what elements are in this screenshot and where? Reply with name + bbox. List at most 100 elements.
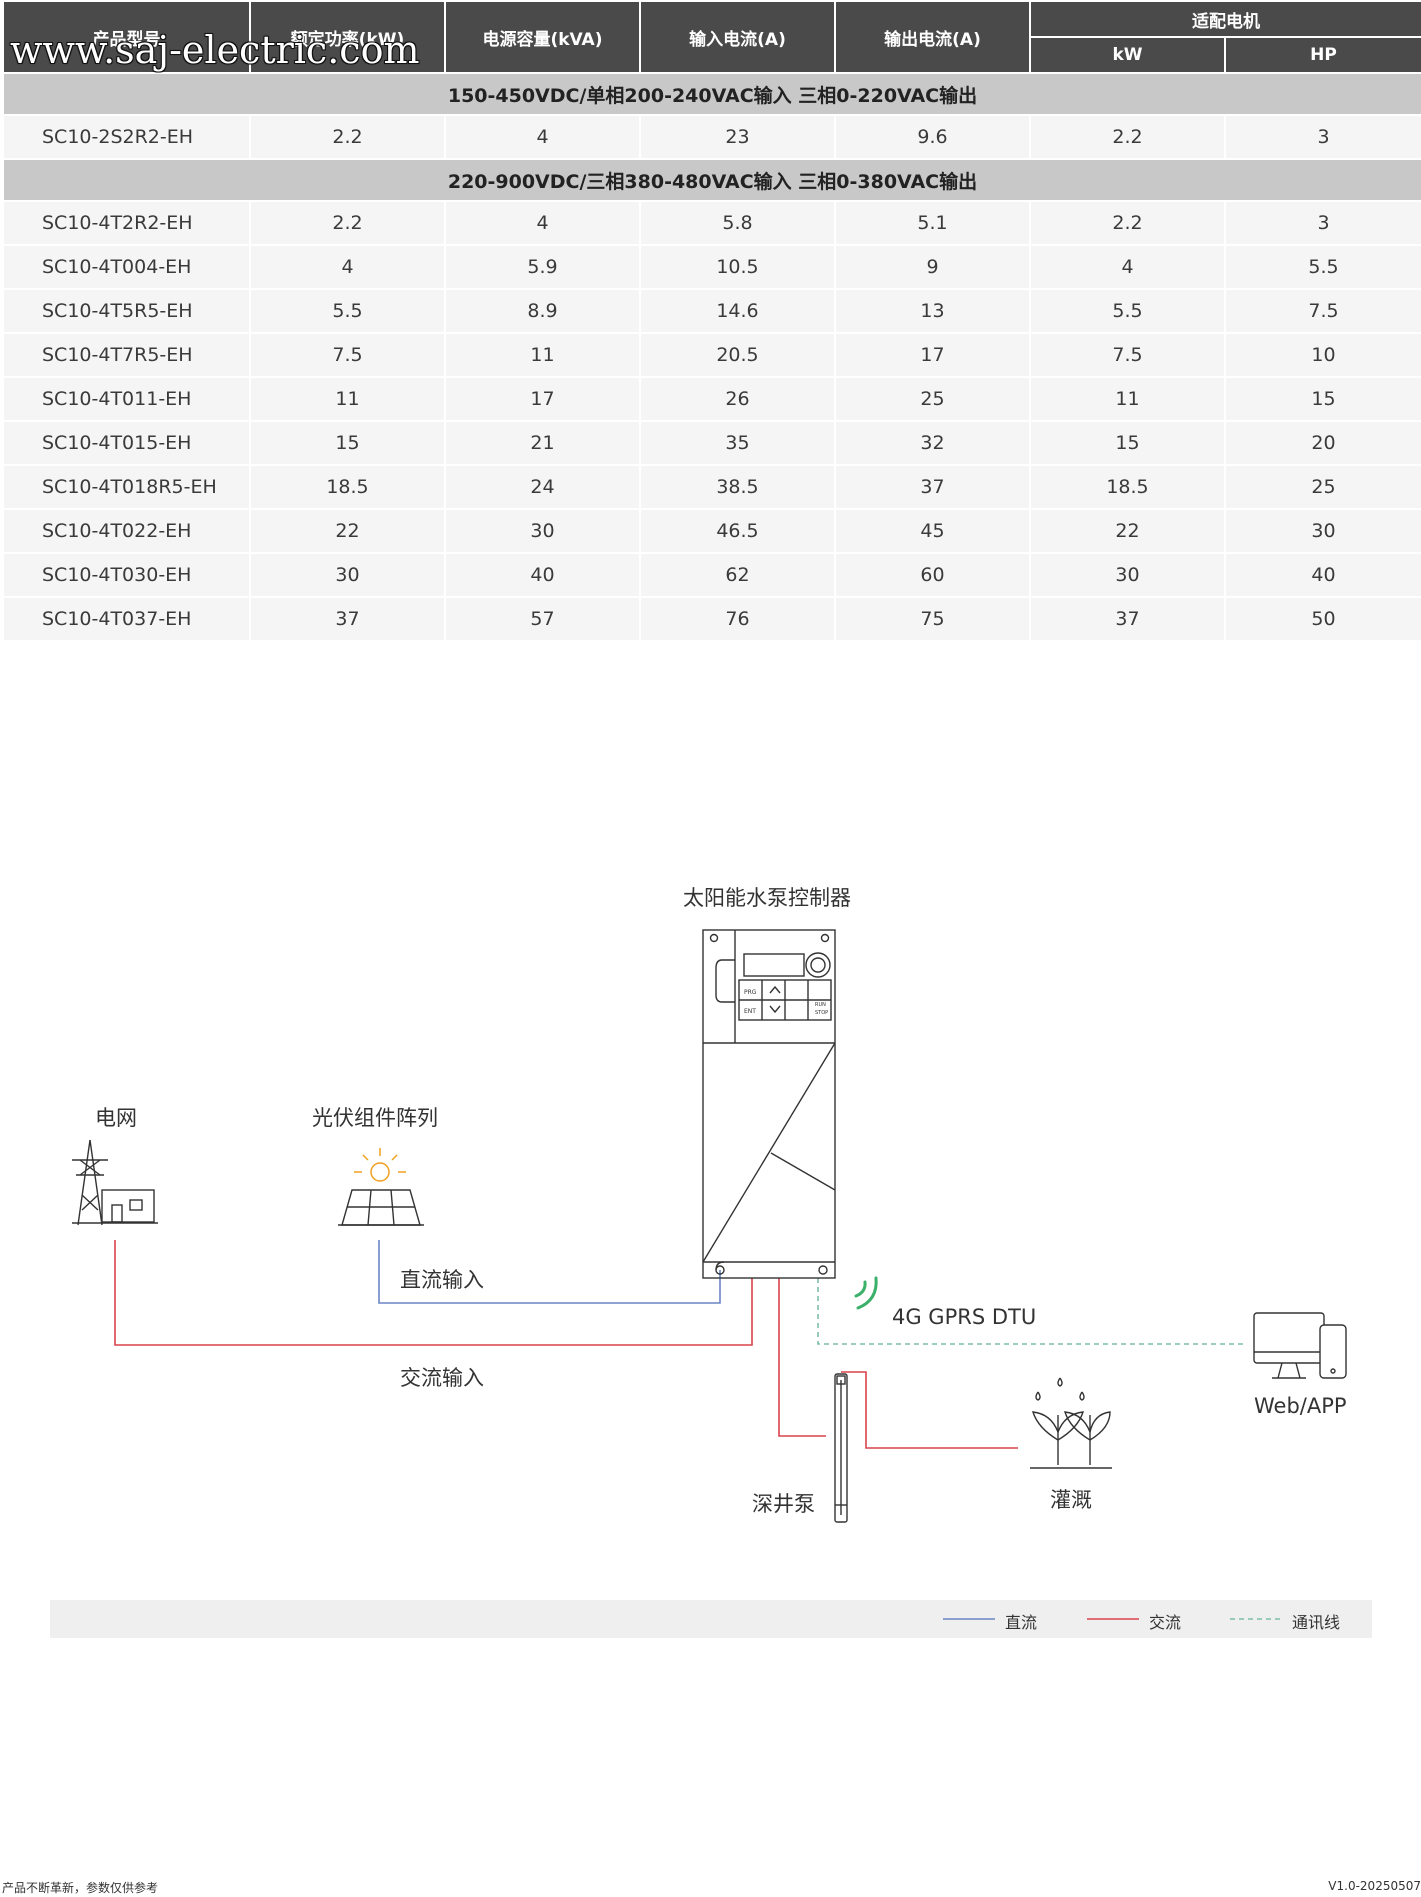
cell: 9.6 xyxy=(834,115,1031,160)
cell: 50 xyxy=(1224,597,1421,642)
table-row: SC10-4T015-EH 15 21 35 32 15 20 xyxy=(2,421,1421,466)
cell-model: SC10-4T7R5-EH xyxy=(2,333,251,378)
legend-comm-label: 通讯线 xyxy=(1292,1613,1341,1632)
cell-model: SC10-2S2R2-EH xyxy=(2,115,251,160)
cell: 24 xyxy=(444,465,641,510)
cell: 38.5 xyxy=(639,465,836,510)
cell: 5.8 xyxy=(639,201,836,246)
table-row: SC10-4T037-EH 37 57 76 75 37 50 xyxy=(2,597,1421,642)
legend-ac-label: 交流 xyxy=(1149,1613,1182,1632)
footer-version: V1.0-20250507 xyxy=(1328,1879,1421,1893)
dc-input-label: 直流输入 xyxy=(400,1268,484,1292)
cell-model: SC10-4T018R5-EH xyxy=(2,465,251,510)
cell: 3 xyxy=(1224,201,1421,246)
pv-panel-icon xyxy=(338,1189,424,1226)
section-title: 150-450VDC/单相200-240VAC输入 三相0-220VAC输出 xyxy=(2,73,1421,116)
table-row: SC10-4T2R2-EH 2.2 4 5.8 5.1 2.2 3 xyxy=(2,201,1421,246)
cell: 3 xyxy=(1224,115,1421,160)
table-row: SC10-2S2R2-EH 2.2 4 23 9.6 2.2 3 xyxy=(2,115,1421,160)
cell: 75 xyxy=(834,597,1031,642)
cell: 22 xyxy=(1029,509,1226,554)
cell: 2.2 xyxy=(1029,201,1226,246)
footer-note: 产品不断革新，参数仅供参考 xyxy=(2,1881,159,1895)
cell: 7.5 xyxy=(1029,333,1226,378)
cell: 46.5 xyxy=(639,509,836,554)
cell: 4 xyxy=(444,201,641,246)
cell-model: SC10-4T037-EH xyxy=(2,597,251,642)
controller-icon xyxy=(702,929,836,1279)
header-motor-hp: HP xyxy=(1224,36,1421,74)
section-row: 150-450VDC/单相200-240VAC输入 三相0-220VAC输出 xyxy=(2,73,1421,116)
sun-icon xyxy=(354,1148,406,1182)
cell: 37 xyxy=(834,465,1031,510)
cell: 5.5 xyxy=(1029,289,1226,334)
ac-line-irrigation xyxy=(841,1371,1018,1449)
cell: 57 xyxy=(444,597,641,642)
header-rated-power: 额定功率(kW) xyxy=(249,0,446,74)
dtu-label: 4G GPRS DTU xyxy=(892,1305,1037,1329)
deep-well-pump-icon xyxy=(834,1373,848,1523)
signal-icon xyxy=(854,1276,878,1310)
key-run: RUN xyxy=(815,1002,826,1008)
cell: 76 xyxy=(639,597,836,642)
cell: 20.5 xyxy=(639,333,836,378)
header-output-current: 输出电流(A) xyxy=(834,0,1031,74)
key-stop: STOP xyxy=(815,1010,828,1016)
table-row: SC10-4T022-EH 22 30 46.5 45 22 30 xyxy=(2,509,1421,554)
section-title: 220-900VDC/三相380-480VAC输入 三相0-380VAC输出 xyxy=(2,159,1421,202)
cell: 45 xyxy=(834,509,1031,554)
cell: 2.2 xyxy=(1029,115,1226,160)
section-row: 220-900VDC/三相380-480VAC输入 三相0-380VAC输出 xyxy=(2,159,1421,202)
cell-model: SC10-4T015-EH xyxy=(2,421,251,466)
cell: 11 xyxy=(1029,377,1226,422)
web-app-label: Web/APP xyxy=(1254,1394,1347,1418)
key-ent: ENT xyxy=(744,1008,756,1015)
cell: 5.1 xyxy=(834,201,1031,246)
cell: 2.2 xyxy=(249,201,446,246)
controller-keypad: PRG ENT RUN STOP xyxy=(744,989,828,1016)
cell: 15 xyxy=(249,421,446,466)
cell: 37 xyxy=(249,597,446,642)
cell: 25 xyxy=(834,377,1031,422)
header-input-current: 输入电流(A) xyxy=(639,0,836,74)
cell: 17 xyxy=(444,377,641,422)
cell: 21 xyxy=(444,421,641,466)
irrigation-icon xyxy=(1030,1377,1112,1469)
cell: 10.5 xyxy=(639,245,836,290)
cell: 5.9 xyxy=(444,245,641,290)
cell: 20 xyxy=(1224,421,1421,466)
cell: 13 xyxy=(834,289,1031,334)
cell: 32 xyxy=(834,421,1031,466)
legend: 直流 交流 通讯线 xyxy=(50,1600,1372,1638)
cell: 15 xyxy=(1029,421,1226,466)
cell: 35 xyxy=(639,421,836,466)
header-power-capacity: 电源容量(kVA) xyxy=(444,0,641,74)
table-row: SC10-4T030-EH 30 40 62 60 30 40 xyxy=(2,553,1421,598)
cell: 62 xyxy=(639,553,836,598)
cell: 26 xyxy=(639,377,836,422)
cell: 2.2 xyxy=(249,115,446,160)
cell: 4 xyxy=(1029,245,1226,290)
cell-model: SC10-4T011-EH xyxy=(2,377,251,422)
cell: 5.5 xyxy=(249,289,446,334)
cell: 11 xyxy=(249,377,446,422)
cell: 14.6 xyxy=(639,289,836,334)
cell: 4 xyxy=(249,245,446,290)
cell: 60 xyxy=(834,553,1031,598)
cell-model: SC10-4T004-EH xyxy=(2,245,251,290)
cell: 8.9 xyxy=(444,289,641,334)
cell: 22 xyxy=(249,509,446,554)
legend-lines xyxy=(943,1618,1282,1620)
legend-dc-label: 直流 xyxy=(1005,1613,1038,1632)
cell: 4 xyxy=(444,115,641,160)
cell-model: SC10-4T2R2-EH xyxy=(2,201,251,246)
cell: 10 xyxy=(1224,333,1421,378)
cell: 30 xyxy=(249,553,446,598)
cell: 30 xyxy=(1224,509,1421,554)
cell: 5.5 xyxy=(1224,245,1421,290)
cell-model: SC10-4T022-EH xyxy=(2,509,251,554)
cell: 40 xyxy=(1224,553,1421,598)
cell: 7.5 xyxy=(1224,289,1421,334)
irrigation-label: 灌溉 xyxy=(1050,1488,1092,1512)
header-motor: 适配电机 xyxy=(1029,0,1421,38)
